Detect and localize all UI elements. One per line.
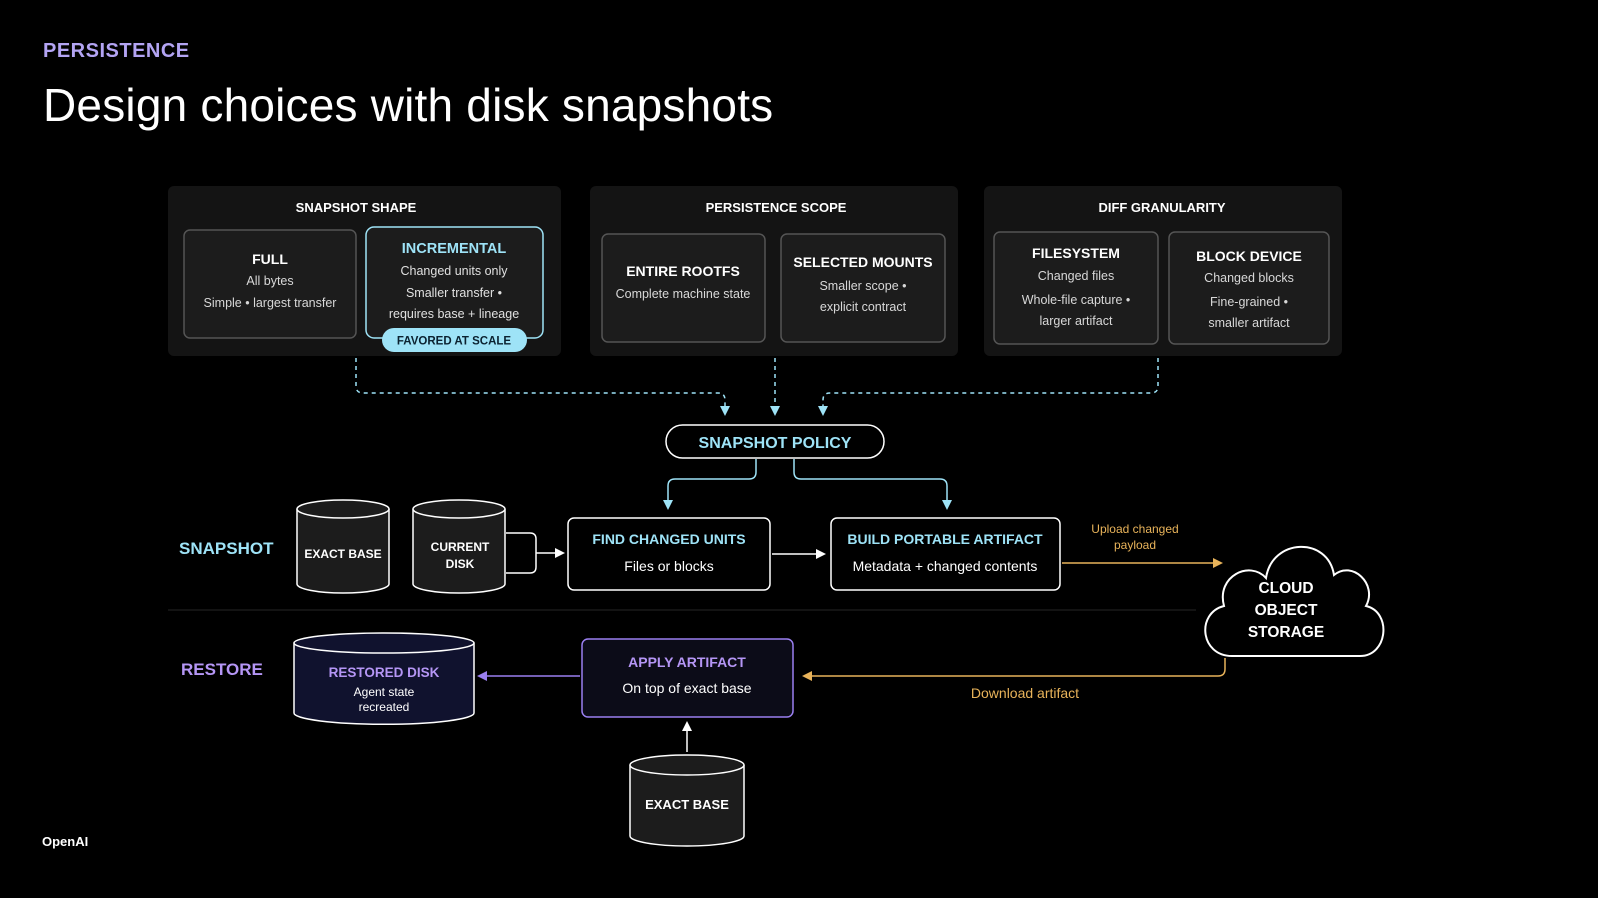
option-desc: Complete machine state xyxy=(616,287,751,301)
exact-base-bottom-cylinder: EXACT BASE xyxy=(629,754,745,847)
option-title: SELECTED MOUNTS xyxy=(793,254,932,270)
panel-title: SNAPSHOT SHAPE xyxy=(296,200,417,215)
option-desc: smaller artifact xyxy=(1208,316,1290,330)
step-title: FIND CHANGED UNITS xyxy=(592,531,745,547)
cylinder-desc: Agent state xyxy=(354,685,415,699)
policy-connectors xyxy=(355,358,1159,416)
download-label: Download artifact xyxy=(971,685,1079,701)
option-desc: Changed units only xyxy=(400,264,508,278)
cloud-label: OBJECT xyxy=(1255,602,1318,619)
upload-label: Upload changed xyxy=(1091,522,1178,536)
download-arrow xyxy=(802,658,1226,681)
policy-branches xyxy=(663,459,952,510)
cloud-label: CLOUD xyxy=(1258,580,1313,597)
step-desc: Files or blocks xyxy=(624,558,713,574)
option-title: ENTIRE ROOTFS xyxy=(626,263,740,279)
option-desc: requires base + lineage xyxy=(389,307,519,321)
cylinder-label: CURRENT xyxy=(431,540,490,554)
option-selected-mounts: SELECTED MOUNTS Smaller scope • explicit… xyxy=(780,233,946,343)
cloud-object-storage: CLOUD OBJECT STORAGE xyxy=(1204,545,1385,657)
cylinder-label: EXACT BASE xyxy=(645,797,729,812)
policy-label: SNAPSHOT POLICY xyxy=(699,435,852,452)
option-desc: Simple • largest transfer xyxy=(204,296,337,310)
cloud-label: STORAGE xyxy=(1248,624,1324,641)
build-portable-artifact: BUILD PORTABLE ARTIFACT Metadata + chang… xyxy=(830,517,1061,591)
exact-base-cylinder: EXACT BASE xyxy=(296,499,390,594)
option-desc: Changed files xyxy=(1038,269,1114,283)
option-desc: Fine-grained • xyxy=(1210,295,1288,309)
find-changed-units: FIND CHANGED UNITS Files or blocks xyxy=(567,517,771,591)
panel-persistence-scope: PERSISTENCE SCOPE ENTIRE ROOTFS Complete… xyxy=(590,186,958,356)
page-title: Design choices with disk snapshots xyxy=(43,79,774,131)
current-disk-cylinder: CURRENT DISK xyxy=(412,499,506,594)
brand-logo-text: OpenAI xyxy=(42,834,89,849)
restore-row-label: RESTORE xyxy=(181,660,263,679)
upload-label: payload xyxy=(1114,538,1156,552)
restored-disk-cylinder: RESTORED DISK Agent state recreated xyxy=(293,632,475,725)
option-block-device: BLOCK DEVICE Changed blocks Fine-grained… xyxy=(1168,231,1330,345)
option-desc: larger artifact xyxy=(1040,314,1113,328)
option-title: FULL xyxy=(252,251,288,267)
option-desc: Whole-file capture • xyxy=(1022,293,1131,307)
option-incremental: INCREMENTAL Changed units only Smaller t… xyxy=(365,226,544,352)
panel-title: PERSISTENCE SCOPE xyxy=(706,200,847,215)
option-title: FILESYSTEM xyxy=(1032,245,1120,261)
step-desc: Metadata + changed contents xyxy=(853,558,1038,574)
favored-badge xyxy=(382,328,527,352)
step-desc: On top of exact base xyxy=(622,680,751,696)
step-title: BUILD PORTABLE ARTIFACT xyxy=(847,531,1043,547)
step-title: APPLY ARTIFACT xyxy=(628,654,746,670)
option-title: BLOCK DEVICE xyxy=(1196,248,1302,264)
option-title: INCREMENTAL xyxy=(402,241,507,257)
option-desc: Smaller scope • xyxy=(819,279,906,293)
option-filesystem: FILESYSTEM Changed files Whole-file capt… xyxy=(993,231,1159,345)
cylinder-desc: recreated xyxy=(359,700,410,714)
panel-title: DIFF GRANULARITY xyxy=(1098,200,1225,215)
cylinder-label: EXACT BASE xyxy=(304,547,381,561)
option-desc: All bytes xyxy=(246,274,293,288)
snapshot-row-label: SNAPSHOT xyxy=(179,539,274,558)
option-entire-rootfs: ENTIRE ROOTFS Complete machine state xyxy=(601,233,766,343)
snapshot-policy: SNAPSHOT POLICY xyxy=(665,424,885,459)
option-desc: explicit contract xyxy=(820,300,907,314)
cylinder-title: RESTORED DISK xyxy=(329,665,440,680)
apply-artifact: APPLY ARTIFACT On top of exact base xyxy=(581,638,794,718)
favored-badge-label: FAVORED AT SCALE xyxy=(397,336,511,348)
cylinder-label: DISK xyxy=(446,557,475,571)
option-desc: Smaller transfer • xyxy=(406,286,502,300)
bracket-connector xyxy=(506,532,565,574)
section-eyebrow: PERSISTENCE xyxy=(43,40,190,62)
panel-snapshot-shape: SNAPSHOT SHAPE FULL All bytes Simple • l… xyxy=(168,186,561,356)
option-desc: Changed blocks xyxy=(1204,271,1294,285)
option-full: FULL All bytes Simple • largest transfer xyxy=(183,229,357,339)
panel-diff-granularity: DIFF GRANULARITY FILESYSTEM Changed file… xyxy=(984,186,1342,356)
